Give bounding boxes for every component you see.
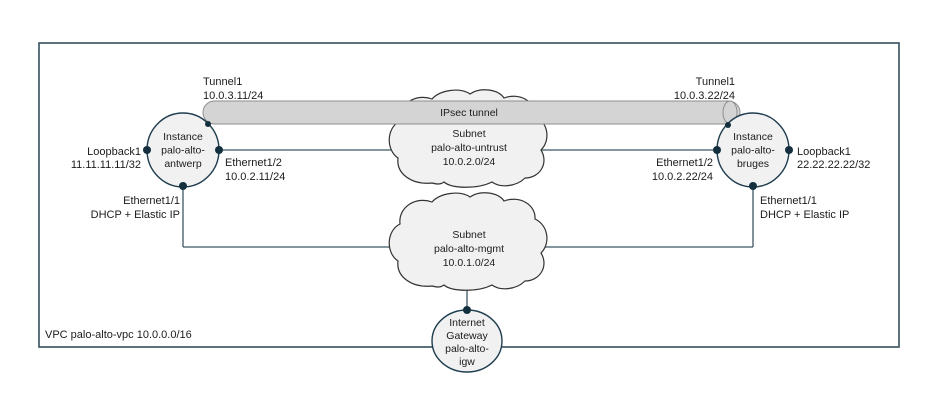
instance-bruges-label-line2: palo-alto- [731, 145, 775, 157]
loopback-left-ip: 11.11.11.11/32 [71, 159, 141, 171]
dot-bruges-eth12 [713, 146, 721, 154]
eth1-right-ip: DHCP + Elastic IP [760, 209, 849, 221]
ipsec-tunnel-label: IPsec tunnel [440, 107, 498, 119]
dot-antwerp-eth11 [179, 182, 187, 190]
eth2-left-ip: 10.0.2.11/24 [225, 171, 285, 183]
eth1-left-ip: DHCP + Elastic IP [91, 209, 180, 221]
mgmt-subnet-cloud [388, 192, 548, 291]
dot-bruges-tunnel [725, 122, 731, 128]
loopback-left-name: Loopback1 [87, 146, 141, 158]
igw-label-line2: Gateway [446, 330, 488, 342]
instance-antwerp-label-line3: antwerp [164, 158, 202, 170]
dot-antwerp-loopback [143, 146, 151, 154]
instance-bruges-label-line1: Instance [733, 131, 773, 143]
untrust-subnet-label-line1: Subnet [452, 128, 485, 140]
vpc-label: VPC palo-alto-vpc 10.0.0.0/16 [45, 329, 192, 341]
instance-antwerp-label-line1: Instance [163, 131, 203, 143]
dot-igw-top [463, 306, 471, 314]
mgmt-subnet-label-line1: Subnet [452, 229, 485, 241]
tunnel-left-ip: 10.0.3.11/24 [203, 90, 263, 102]
tunnel-right-name: Tunnel1 [696, 76, 735, 88]
igw-label-line1: Internet [449, 317, 485, 329]
eth1-left-name: Ethernet1/1 [123, 195, 180, 207]
eth2-right-name: Ethernet1/2 [656, 157, 713, 169]
instance-bruges-label-line3: bruges [737, 158, 769, 170]
tunnel-right-ip: 10.0.3.22/24 [674, 90, 735, 102]
ipsec-tunnel-pipe [202, 100, 741, 125]
instance-antwerp-label-line2: palo-alto- [161, 145, 205, 157]
eth2-right-ip: 10.0.2.22/24 [652, 171, 713, 183]
dot-antwerp-eth12 [215, 146, 223, 154]
dot-bruges-eth11 [749, 182, 757, 190]
untrust-subnet-label-line3: 10.0.2.0/24 [443, 156, 496, 168]
dot-bruges-loopback [785, 146, 793, 154]
mgmt-subnet-label-line3: 10.0.1.0/24 [443, 257, 496, 269]
igw-label-line4: igw [459, 356, 475, 368]
eth2-left-name: Ethernet1/2 [225, 157, 282, 169]
mgmt-subnet-label-line2: palo-alto-mgmt [434, 243, 504, 255]
eth1-right-name: Ethernet1/1 [760, 195, 817, 207]
loopback-right-name: Loopback1 [797, 146, 851, 158]
igw-label-line3: palo-alto- [445, 343, 489, 355]
loopback-right-ip: 22.22.22.22/32 [797, 159, 870, 171]
tunnel-left-name: Tunnel1 [203, 76, 242, 88]
dot-antwerp-tunnel [205, 121, 211, 127]
untrust-subnet-label-line2: palo-alto-untrust [431, 142, 507, 154]
